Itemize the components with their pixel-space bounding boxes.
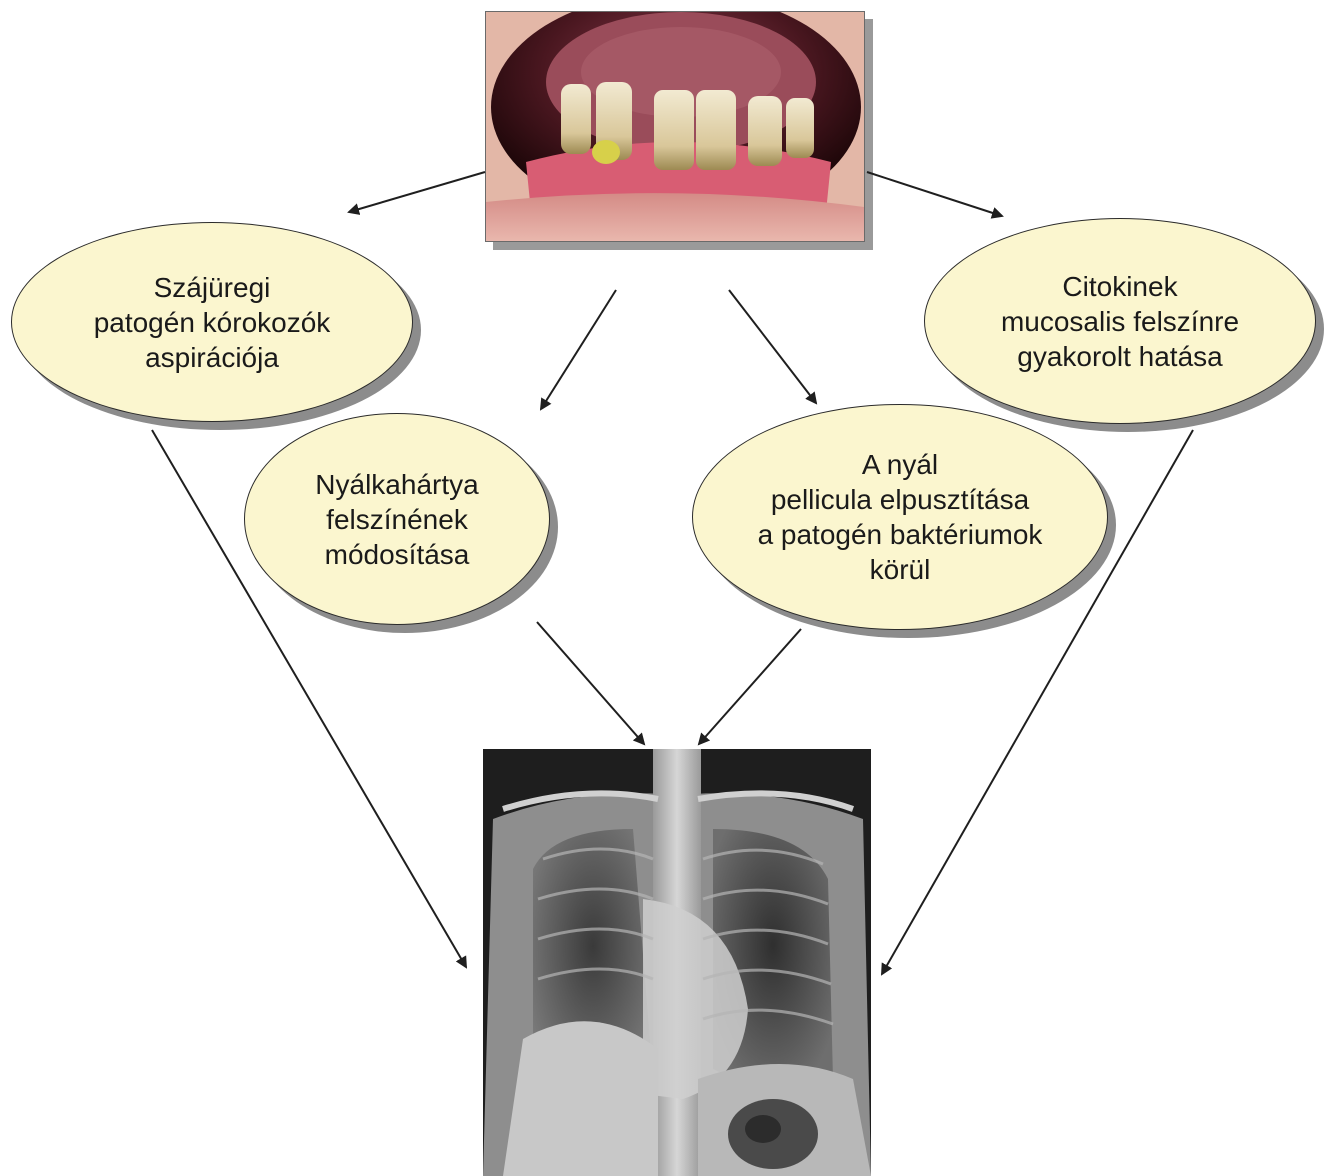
arrow-pellicle-to-xray (699, 629, 801, 744)
pellicle-line-4: körül (870, 552, 931, 587)
mucosa-bubble-shape: Nyálkahártya felszínének módosítása (244, 413, 550, 625)
aspiration-bubble-shape: Szájüregi patogén kórokozók aspirációja (11, 222, 413, 422)
mucosa-bubble: Nyálkahártya felszínének módosítása (244, 413, 550, 625)
arrow-photo-to-mucosa (541, 290, 616, 409)
aspiration-line-3: aspirációja (145, 340, 279, 375)
arrow-photo-to-cytokines (867, 172, 1002, 216)
aspiration-line-2: patogén kórokozók (94, 305, 331, 340)
cytokines-bubble-shape: Citokinek mucosalis felszínre gyakorolt … (924, 218, 1316, 424)
arrow-photo-to-aspiration (349, 172, 485, 212)
cytokines-bubble: Citokinek mucosalis felszínre gyakorolt … (924, 218, 1316, 424)
mucosa-line-2: felszínének (326, 502, 468, 537)
mucosa-line-1: Nyálkahártya (315, 467, 478, 502)
aspiration-line-1: Szájüregi (154, 270, 271, 305)
arrow-photo-to-pellicle (729, 290, 816, 403)
pellicle-bubble-shape: A nyál pellicula elpusztítása a patogén … (692, 404, 1108, 630)
pellicle-line-3: a patogén baktériumok (758, 517, 1043, 552)
arrow-mucosa-to-xray (537, 622, 644, 744)
cytokines-line-2: mucosalis felszínre (1001, 304, 1239, 339)
cytokines-line-1: Citokinek (1062, 269, 1177, 304)
aspiration-bubble: Szájüregi patogén kórokozók aspirációja (11, 222, 413, 422)
cytokines-line-3: gyakorolt hatása (1017, 339, 1222, 374)
pellicle-bubble: A nyál pellicula elpusztítása a patogén … (692, 404, 1108, 630)
pellicle-line-2: pellicula elpusztítása (771, 482, 1029, 517)
pellicle-line-1: A nyál (862, 447, 938, 482)
mucosa-line-3: módosítása (325, 537, 470, 572)
